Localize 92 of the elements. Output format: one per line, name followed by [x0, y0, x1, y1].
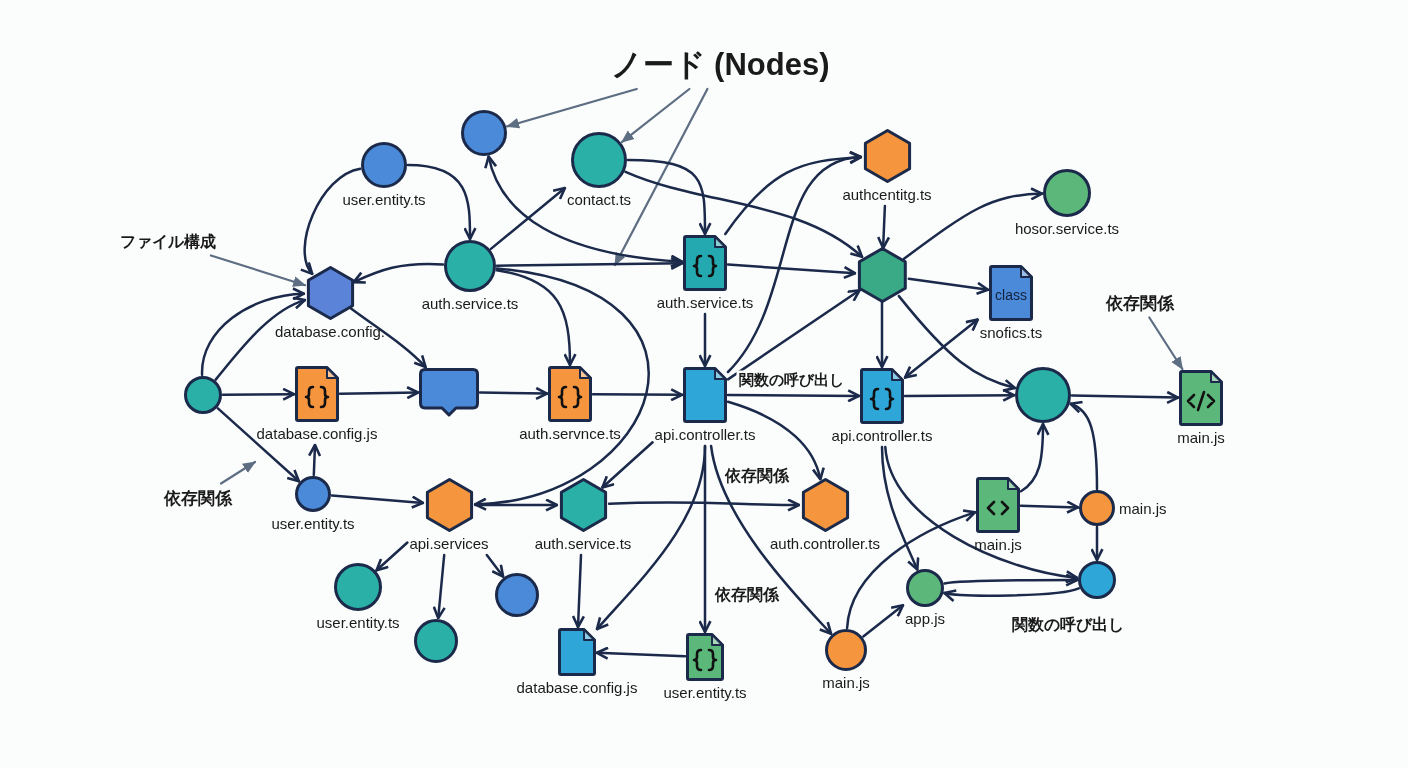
- arrow: [489, 186, 567, 251]
- arrow: [875, 300, 889, 369]
- leader-line: [1148, 316, 1184, 371]
- file-name-label: auth.service.ts: [656, 294, 754, 311]
- arrow: [726, 389, 861, 403]
- file-name-label: authcentitg.ts: [842, 186, 932, 203]
- arrow: [349, 307, 427, 369]
- file-name-label: app.js: [905, 610, 945, 627]
- arrow: [726, 288, 861, 381]
- arrow: [897, 294, 1017, 392]
- annotation-text: 依存関係: [713, 584, 780, 605]
- file-name-label: snofics.ts: [979, 324, 1043, 341]
- arrow: [626, 158, 712, 236]
- file-name-label: user.entity.ts: [342, 191, 426, 208]
- arrow: [698, 444, 712, 634]
- arrow: [698, 312, 712, 368]
- arrow: [601, 441, 654, 489]
- arrow: [903, 388, 1016, 402]
- file-name-label: database.config.js: [256, 425, 378, 442]
- arrow: [406, 163, 477, 241]
- arrow: [1070, 390, 1180, 405]
- arrow: [1090, 525, 1104, 562]
- file-name-label: user.entity.ts: [316, 614, 400, 631]
- arrow: [571, 553, 586, 629]
- file-name-label: api.controller.ts: [654, 426, 756, 443]
- file-name-label: database.config.: [274, 323, 386, 340]
- arrow: [375, 541, 409, 572]
- file-name-label: hosor.service.ts: [1014, 220, 1120, 237]
- arrow: [495, 256, 684, 271]
- file-name-label: auth.servnce.ts: [519, 425, 621, 442]
- leader-line: [506, 87, 638, 129]
- annotation-text: 依存関係: [723, 465, 790, 486]
- leader-line: [613, 87, 709, 267]
- callout-text: ファイル構成: [120, 231, 216, 253]
- arrow: [907, 277, 990, 295]
- file-name-label: auth.controller.ts: [769, 535, 881, 552]
- arrow: [943, 587, 1081, 602]
- arrow: [902, 187, 1044, 261]
- arrow: [485, 553, 505, 578]
- file-name-label: auth.service.ts: [421, 295, 519, 312]
- arrow: [607, 498, 801, 512]
- arrow: [214, 297, 307, 381]
- file-name-label: user.entity.ts: [271, 515, 355, 532]
- arrow: [338, 385, 420, 400]
- arrow: [903, 318, 979, 379]
- file-type-text: class: [994, 287, 1028, 304]
- arrow: [876, 204, 891, 250]
- file-name-label: contact.ts: [566, 191, 632, 208]
- arrow: [473, 498, 559, 512]
- arrow: [330, 494, 425, 509]
- arrow: [216, 407, 301, 483]
- arrow: [709, 444, 833, 636]
- file-name-label: user.entity.ts: [663, 684, 747, 701]
- arrow: [845, 509, 977, 630]
- annotation-text: 関数の呼び出し: [1011, 614, 1125, 635]
- callout-text: 依存関係: [1106, 291, 1174, 315]
- callout-text: 依存関係: [164, 486, 232, 510]
- file-name-label: database.config.js: [516, 679, 638, 696]
- arrow: [884, 445, 1079, 584]
- arrow: [221, 387, 296, 401]
- arrow: [880, 445, 920, 571]
- arrow: [307, 443, 322, 477]
- arrow: [1019, 500, 1080, 514]
- arrow: [943, 573, 1079, 587]
- file-name-label: api.services: [409, 535, 489, 552]
- arrow: [595, 646, 687, 660]
- arrow: [591, 388, 684, 402]
- file-name-label: main.js: [1177, 429, 1225, 446]
- file-name-label: api.controller.ts: [831, 427, 933, 444]
- arrow: [862, 604, 905, 638]
- arrow: [624, 170, 864, 259]
- file-name-label: main.js: [1119, 499, 1167, 517]
- file-name-label: main.js: [822, 674, 870, 691]
- arrow: [200, 287, 306, 377]
- leader-line: [209, 254, 307, 287]
- arrow: [352, 262, 445, 284]
- arrow: [726, 263, 857, 280]
- arrow: [1069, 401, 1099, 491]
- arrow: [726, 400, 825, 481]
- file-name-label: main.js: [974, 536, 1022, 553]
- leader-line: [620, 87, 691, 144]
- arrow: [473, 267, 650, 510]
- arrow: [484, 155, 684, 268]
- arrow: [432, 553, 446, 620]
- callout-text: ノード (Nodes): [610, 44, 830, 86]
- arrow: [300, 167, 362, 276]
- arrow: [495, 268, 577, 367]
- leader-line: [219, 460, 257, 485]
- arrow: [478, 386, 549, 401]
- arrow: [726, 152, 863, 374]
- arrow: [1019, 422, 1050, 493]
- file-name-label: auth.service.ts: [534, 535, 632, 552]
